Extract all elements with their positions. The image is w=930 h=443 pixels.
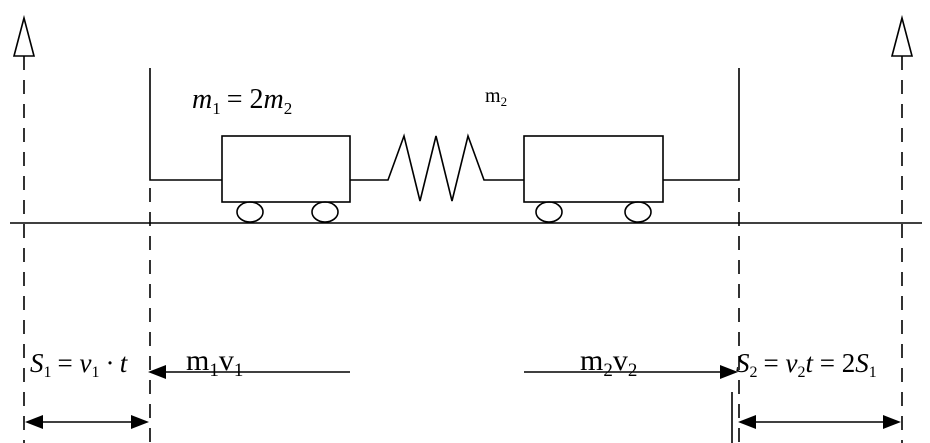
- cart-1-wheel-right: [311, 201, 339, 223]
- displacement-1-arrowhead-left: [25, 415, 43, 429]
- momentum-1-label: m1v1: [186, 344, 243, 381]
- cart-2-body: [523, 135, 664, 203]
- displacement-2-arrowhead-right: [883, 415, 901, 429]
- displacement-1-label: S1= v1 · t: [30, 348, 129, 381]
- cart-2-wheel-right: [624, 201, 652, 223]
- arrowhead-up-left: [12, 14, 36, 57]
- displacement-2-label: S2= v2t = 2S1: [736, 348, 877, 381]
- mass-1-label: m1= 2m2: [192, 84, 292, 118]
- spring: [350, 133, 524, 202]
- cart-1-wheel-left: [236, 201, 264, 223]
- momentum-1-arrowhead: [148, 365, 166, 379]
- displacement-1-arrowhead-right: [131, 415, 149, 429]
- momentum-2-label: m2v2: [580, 344, 637, 381]
- momentum-2-arrowhead: [720, 365, 738, 379]
- right-wall: [663, 68, 740, 181]
- cart-2-wheel-left: [535, 201, 563, 223]
- mass-2-label: m2: [485, 85, 507, 109]
- arrowhead-up-right: [890, 14, 914, 57]
- left-wall: [149, 68, 222, 181]
- cart-1-body: [221, 135, 351, 203]
- displacement-2-arrowhead-left: [738, 415, 756, 429]
